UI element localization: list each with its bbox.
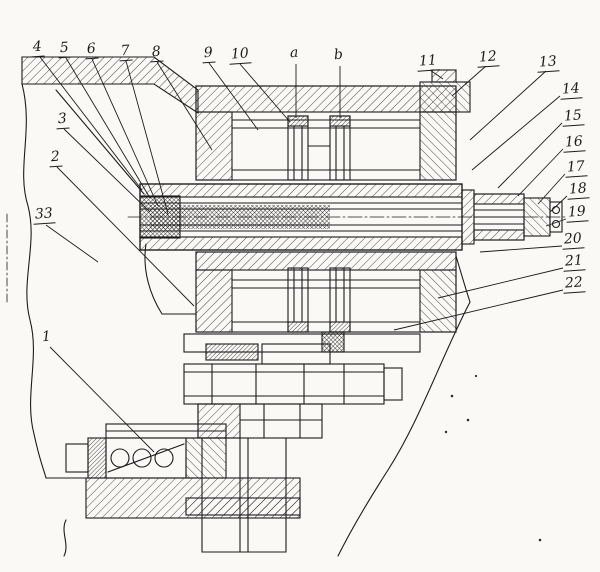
key-block <box>205 343 259 361</box>
housing-bottom-squiggle <box>63 519 67 557</box>
leader-line-6 <box>91 58 159 207</box>
housing-break-edge <box>21 83 47 479</box>
callout-10: 10 <box>228 45 252 65</box>
stud-a <box>287 115 309 181</box>
callout-12: 12 <box>476 48 500 68</box>
callout-11: 11 <box>416 52 440 72</box>
bearing-ball <box>154 448 174 468</box>
bearing-ball <box>110 448 130 468</box>
leader-line-15 <box>497 122 563 189</box>
callout-8: 8 <box>149 44 164 63</box>
stud-b-nut <box>321 331 345 353</box>
callout-19: 19 <box>565 203 589 223</box>
tear-edge <box>337 255 471 557</box>
leader-line-5 <box>65 57 151 199</box>
upper-gear-block <box>195 85 457 181</box>
leader-line-14 <box>471 95 561 171</box>
leader-line-17 <box>537 173 566 205</box>
housing-lower-wall <box>144 243 197 315</box>
gear-shaft <box>183 363 385 405</box>
leader-line-1 <box>49 346 155 453</box>
leader-line-9 <box>208 62 259 131</box>
callout-2: 2 <box>48 149 63 168</box>
bearing-ball <box>132 448 152 468</box>
leader-line-21 <box>437 267 564 299</box>
callout-4: 4 <box>30 39 45 58</box>
callout-1: 1 <box>41 328 52 346</box>
leader-line-2 <box>56 166 195 307</box>
leader-line-11 <box>429 69 444 80</box>
base-plate <box>85 477 301 519</box>
leader-line-22 <box>393 289 564 331</box>
housing-inner-wall <box>55 89 145 195</box>
lower-stud-a <box>287 267 309 333</box>
callout-18: 18 <box>566 180 590 200</box>
callout-20: 20 <box>561 230 585 250</box>
leader-line-19 <box>545 218 567 227</box>
leader-line-20 <box>479 245 563 253</box>
spindle-assembly <box>127 183 569 251</box>
callout-21: 21 <box>562 252 586 272</box>
callout-a: a <box>289 44 299 62</box>
leader-line-13 <box>469 70 547 141</box>
bearing-assembly <box>65 423 227 479</box>
paper-noise <box>444 374 542 542</box>
leader-line-12 <box>451 65 487 97</box>
leader-line-18 <box>549 195 568 213</box>
callout-5: 5 <box>57 40 72 59</box>
leader-lines <box>39 56 568 453</box>
leader-line-3 <box>63 128 151 213</box>
leader-line-4 <box>39 56 143 191</box>
callout-15: 15 <box>561 107 585 127</box>
callout-9: 9 <box>201 45 216 64</box>
callout-16: 16 <box>562 133 586 153</box>
lower-stud-b <box>329 267 351 333</box>
leader-line-33 <box>45 224 99 263</box>
lower-gear-block <box>195 251 457 353</box>
callout-7: 7 <box>118 43 133 62</box>
callout-b: b <box>333 46 344 64</box>
gear-train <box>183 333 421 439</box>
callout-13: 13 <box>536 53 560 73</box>
leader-line-10 <box>239 63 291 123</box>
leader-line-16 <box>517 148 564 197</box>
callout-17: 17 <box>564 158 588 178</box>
callout-33: 33 <box>32 205 56 225</box>
cover-block <box>419 69 471 113</box>
callout-3: 3 <box>55 111 70 130</box>
leader-line-7 <box>125 60 169 215</box>
callout-6: 6 <box>84 41 99 60</box>
leader-line-8 <box>156 61 213 151</box>
callout-14: 14 <box>559 80 583 100</box>
callout-22: 22 <box>562 274 586 294</box>
